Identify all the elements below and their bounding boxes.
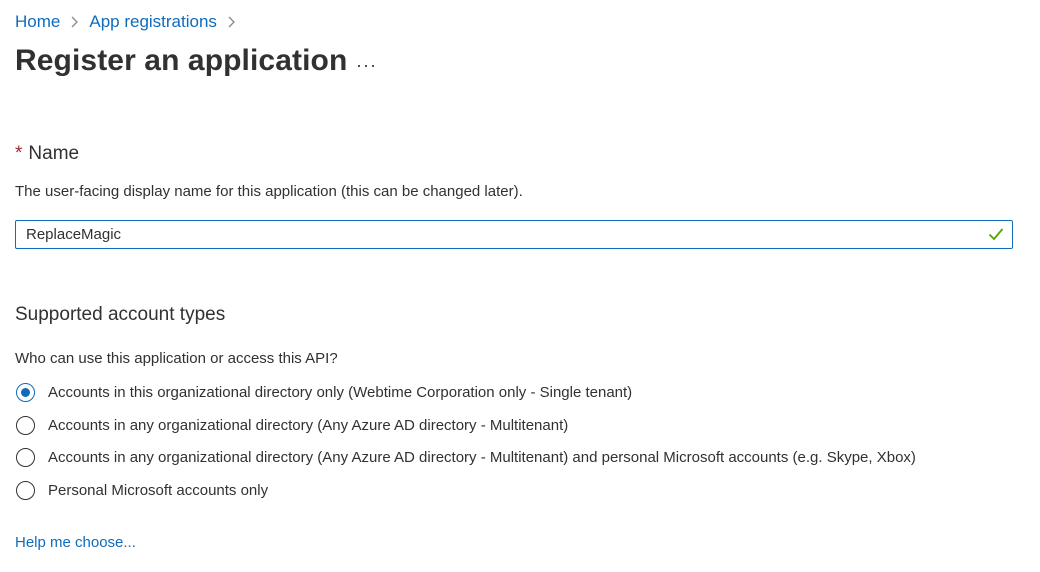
page-title: Register an application — [15, 44, 348, 77]
name-field-label: *Name — [15, 143, 79, 165]
name-input[interactable] — [16, 221, 966, 248]
name-field-description: The user-facing display name for this ap… — [15, 183, 523, 200]
name-label-text: Name — [28, 143, 80, 164]
checkmark-icon — [988, 227, 1004, 246]
chevron-right-icon — [227, 15, 236, 29]
account-type-option-personal-only[interactable]: Personal Microsoft accounts only — [16, 481, 268, 500]
more-options-button[interactable]: ··· — [356, 55, 377, 75]
account-type-option-multitenant[interactable]: Accounts in any organizational directory… — [16, 416, 568, 435]
radio-button[interactable] — [16, 416, 35, 435]
breadcrumb-app-registrations-link[interactable]: App registrations — [89, 12, 217, 31]
account-type-option-multitenant-personal[interactable]: Accounts in any organizational directory… — [16, 448, 916, 467]
option-label: Personal Microsoft accounts only — [48, 482, 269, 499]
option-label: Accounts in any organizational directory… — [48, 449, 916, 466]
breadcrumb-home-link[interactable]: Home — [15, 12, 61, 31]
radio-button[interactable] — [16, 481, 35, 500]
radio-button-selected[interactable] — [16, 383, 35, 402]
option-label: Accounts in this organizational director… — [48, 384, 633, 401]
account-type-option-single-tenant[interactable]: Accounts in this organizational director… — [16, 383, 632, 402]
help-me-choose-link[interactable]: Help me choose... — [15, 534, 136, 551]
breadcrumb: Home App registrations — [15, 12, 246, 32]
required-marker: * — [15, 143, 23, 164]
radio-button[interactable] — [16, 448, 35, 467]
name-input-container — [15, 220, 1013, 249]
option-label: Accounts in any organizational directory… — [48, 417, 569, 434]
account-types-title: Supported account types — [15, 304, 226, 325]
chevron-right-icon — [70, 15, 79, 29]
account-types-question: Who can use this application or access t… — [15, 350, 338, 367]
radio-dot-icon — [21, 388, 30, 397]
